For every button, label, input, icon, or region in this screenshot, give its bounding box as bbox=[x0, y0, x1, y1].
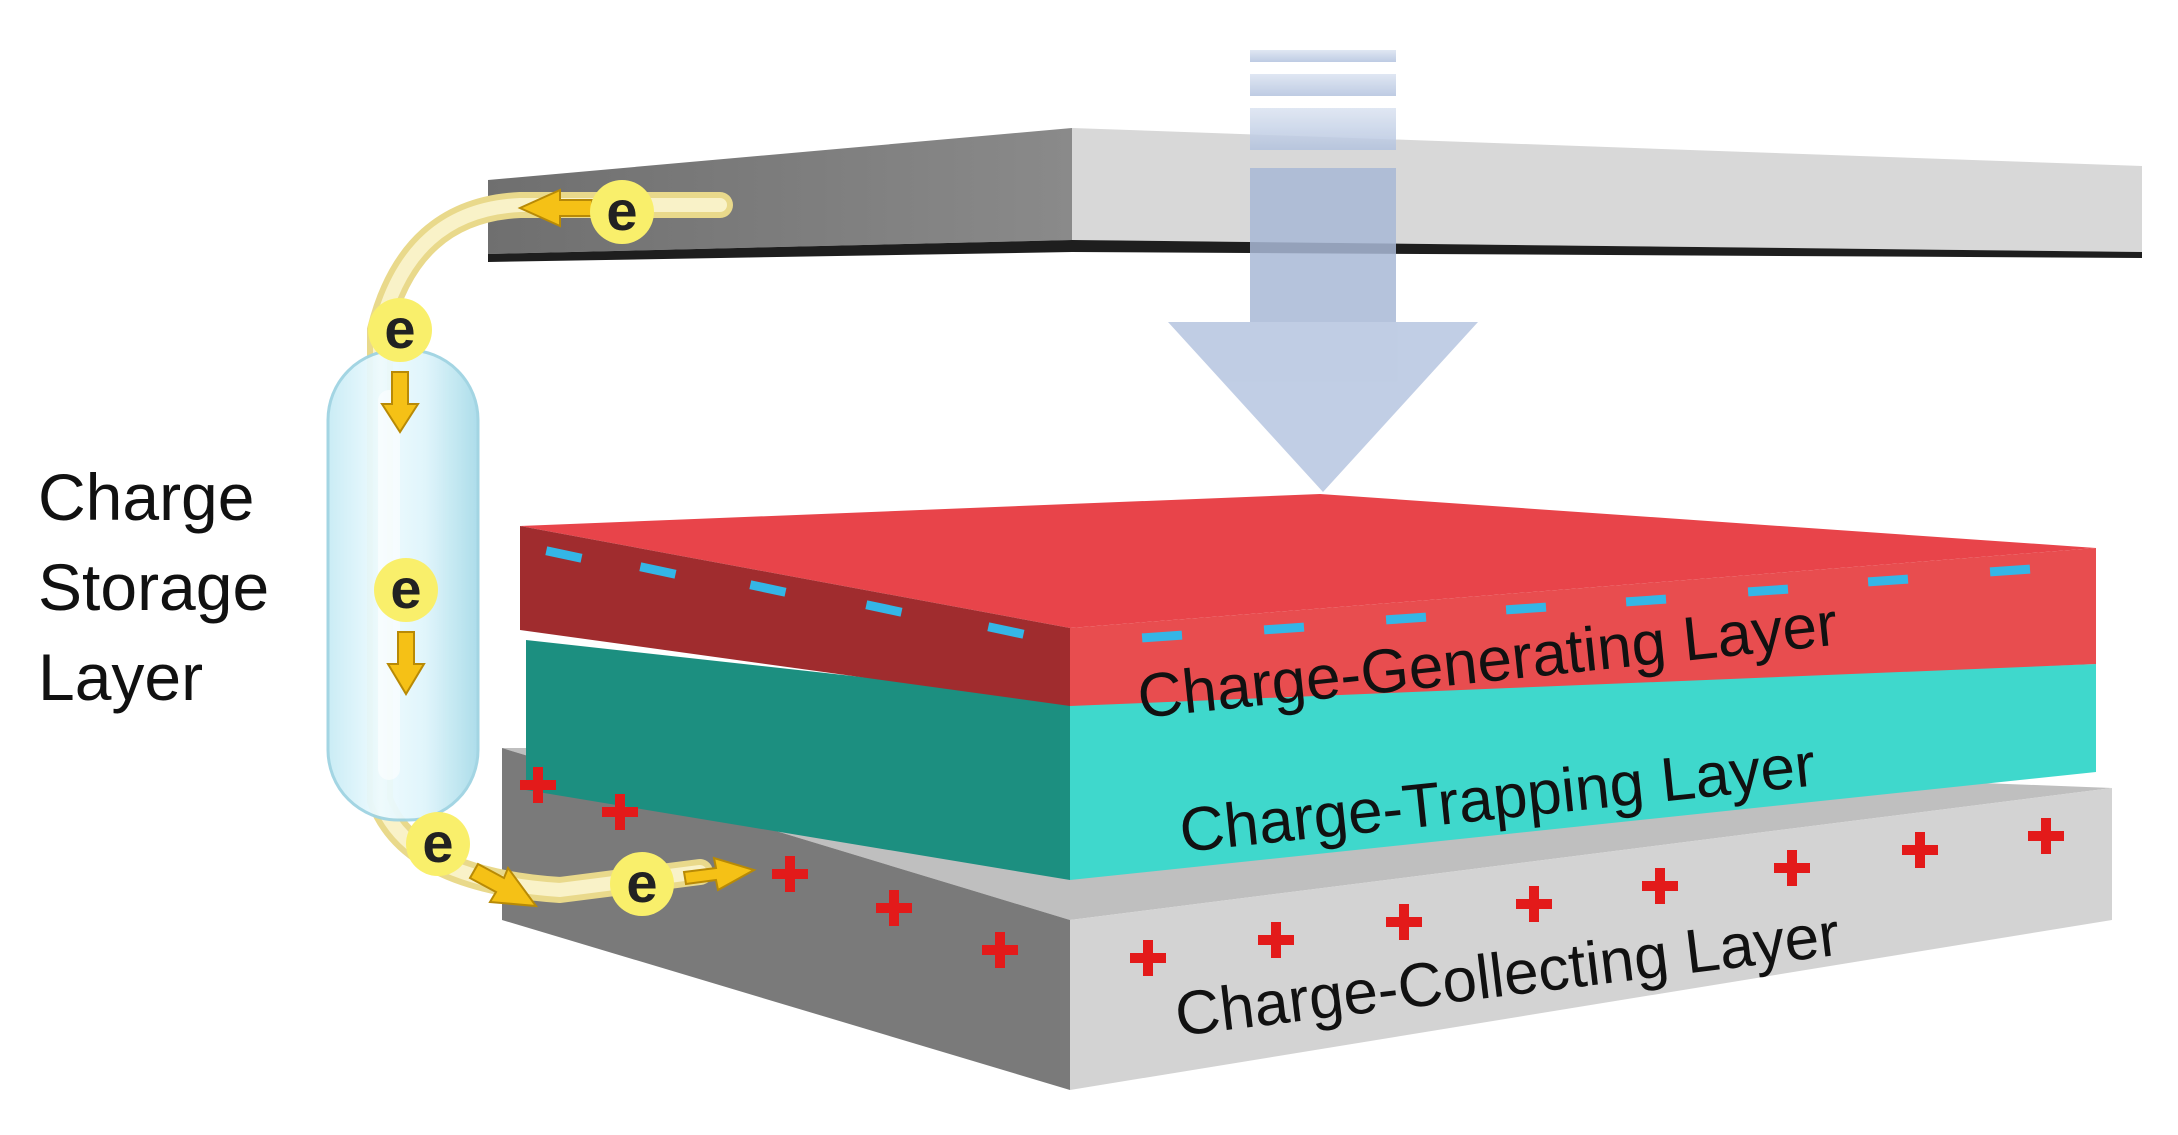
trapping-front-face bbox=[1070, 664, 2096, 880]
minus-sign bbox=[1385, 612, 1427, 625]
positive-charges bbox=[520, 767, 2064, 976]
electron-label: e bbox=[390, 557, 421, 620]
generating-front-face bbox=[1070, 548, 2096, 706]
plus-sign bbox=[1130, 940, 1166, 976]
plus-sign bbox=[602, 794, 638, 830]
small-arrow-icon bbox=[517, 188, 593, 228]
electron-label: e bbox=[626, 851, 657, 914]
minus-sign bbox=[1141, 630, 1183, 643]
electron-label: e bbox=[606, 179, 637, 242]
small-arrow-icon bbox=[682, 856, 757, 892]
small-arrow-icon bbox=[380, 371, 420, 434]
small-arrow-icon bbox=[468, 862, 539, 908]
storage-label-line2: Storage bbox=[38, 550, 269, 624]
trapping-side-face bbox=[526, 640, 1070, 880]
press-arrow-shaft bbox=[1250, 168, 1396, 328]
minus-sign bbox=[987, 622, 1025, 639]
down-arrow-icon bbox=[1168, 322, 1478, 492]
plus-sign bbox=[520, 767, 556, 803]
plus-sign bbox=[1516, 886, 1552, 922]
minus-sign bbox=[1263, 622, 1305, 635]
press-stripe bbox=[1250, 74, 1396, 96]
minus-sign bbox=[545, 546, 583, 563]
plus-sign bbox=[1642, 868, 1678, 904]
electron: e bbox=[406, 811, 470, 876]
storage-label-line3: Layer bbox=[38, 640, 203, 714]
minus-sign bbox=[1867, 574, 1909, 587]
top-plate-dark-face bbox=[488, 128, 1072, 254]
minus-sign bbox=[865, 600, 903, 617]
electron: e bbox=[590, 179, 654, 244]
plus-sign bbox=[2028, 818, 2064, 854]
electron-flow: e e e e e bbox=[368, 179, 757, 916]
storage-label-line1: Charge bbox=[38, 460, 254, 534]
plus-sign bbox=[1258, 922, 1294, 958]
charge-trapping-layer bbox=[526, 640, 2096, 880]
charge-storage-label: Charge Storage Layer bbox=[38, 460, 269, 714]
press-stripe bbox=[1250, 50, 1396, 62]
minus-sign bbox=[1747, 584, 1789, 597]
electron: e bbox=[374, 557, 438, 622]
electron: e bbox=[610, 851, 674, 916]
electron: e bbox=[368, 297, 432, 362]
negative-charges bbox=[545, 546, 2031, 643]
minus-sign bbox=[1505, 602, 1547, 615]
collecting-side-face bbox=[502, 748, 1070, 1090]
plus-sign bbox=[1774, 850, 1810, 886]
minus-sign bbox=[1625, 594, 1667, 607]
press-arrow bbox=[1168, 50, 1478, 492]
small-arrow-icon bbox=[386, 631, 426, 696]
plus-sign bbox=[982, 932, 1018, 968]
collecting-front-face bbox=[1070, 788, 2112, 1090]
electron-label: e bbox=[384, 297, 415, 360]
press-stripe bbox=[1250, 108, 1396, 150]
top-plate-light-face bbox=[1072, 128, 2142, 252]
plus-sign bbox=[1386, 904, 1422, 940]
minus-sign bbox=[639, 562, 677, 579]
minus-sign bbox=[1989, 564, 2031, 577]
electron-label: e bbox=[422, 811, 453, 874]
minus-sign bbox=[749, 580, 787, 597]
plus-sign bbox=[1902, 832, 1938, 868]
generating-top-face bbox=[520, 494, 2096, 628]
plus-sign bbox=[876, 890, 912, 926]
plus-sign bbox=[772, 856, 808, 892]
